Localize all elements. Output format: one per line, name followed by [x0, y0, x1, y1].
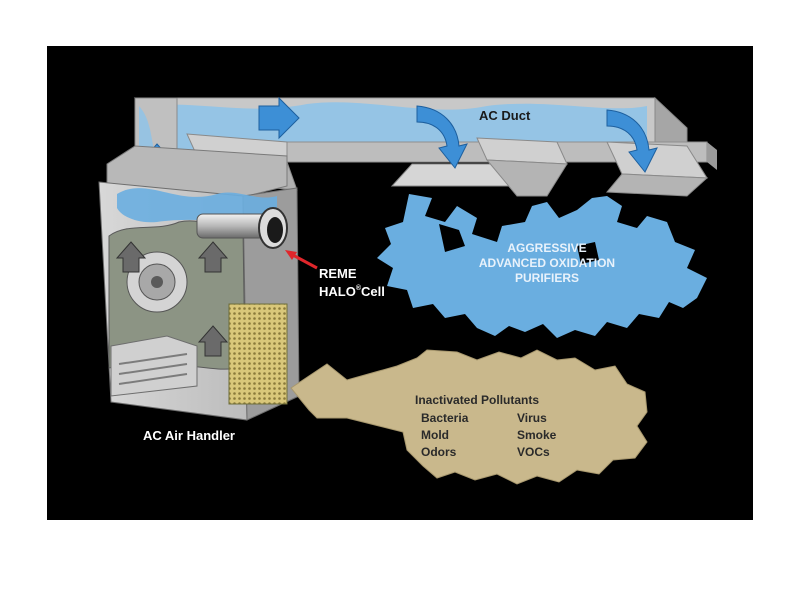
pollutant-vocs: VOCs [517, 445, 550, 459]
cell-label-line-1: REME [319, 266, 357, 281]
pollutant-flow [290, 349, 648, 485]
pollutant-odors: Odors [421, 445, 457, 459]
purifiers-line-3: PURIFIERS [515, 271, 579, 285]
ac-air-handler [98, 145, 300, 421]
cell-label-line-2: HALO®Cell [319, 284, 385, 299]
pollutant-virus: Virus [517, 411, 547, 425]
pollutants-title: Inactivated Pollutants [415, 393, 539, 407]
pollutant-mold: Mold [421, 428, 449, 442]
cell-pointer-arrow [285, 250, 318, 270]
pollutant-smoke: Smoke [517, 428, 557, 442]
airflow-arrow-curve-2 [606, 109, 658, 173]
reme-halo-cell [196, 207, 288, 249]
pollutant-bacteria: Bacteria [421, 411, 469, 425]
duct-label: AC Duct [479, 108, 531, 123]
airflow-arrow-curve-1 [416, 105, 468, 169]
purifiers-line-1: AGGRESSIVE [507, 241, 586, 255]
reme-halo-diagram: AC Duct AGGRESSIVE ADVANCED OXIDATION PU… [47, 46, 753, 520]
diffuser-vent-3 [476, 137, 568, 197]
airflow-arrow-right-1 [258, 96, 300, 140]
purifiers-line-2: ADVANCED OXIDATION [479, 256, 615, 270]
diagram-canvas: AC Duct AGGRESSIVE ADVANCED OXIDATION PU… [98, 96, 717, 485]
purifier-cloud [377, 194, 707, 338]
handler-label: AC Air Handler [143, 428, 235, 443]
